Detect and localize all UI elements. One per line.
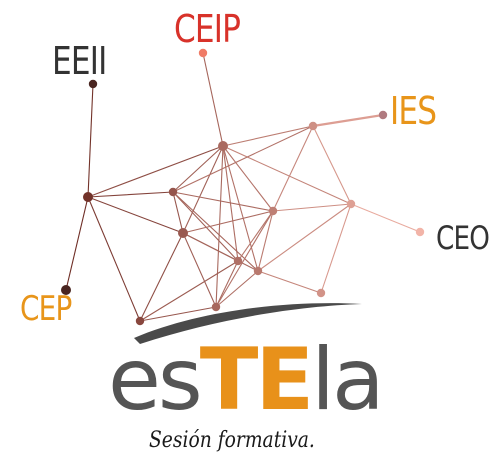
node-label-ies: IES: [390, 89, 437, 133]
network-node: [178, 228, 188, 238]
network-edge: [311, 113, 385, 128]
network-edge: [257, 270, 322, 294]
estela-logo-wordmark: esTEla: [108, 334, 385, 426]
network-node: [88, 79, 98, 89]
network-edge: [257, 210, 274, 272]
logo-part-te: TE: [199, 330, 314, 430]
node-label-ceo: CEO: [436, 219, 490, 257]
network-nodes: [61, 48, 425, 326]
network-node: [268, 206, 278, 216]
network-edge: [139, 306, 217, 322]
network-edge: [202, 52, 224, 147]
network-edge: [182, 210, 274, 234]
node-label-cep: CEP: [20, 289, 72, 329]
network-edge: [182, 232, 239, 262]
logo-part-la: la: [311, 330, 385, 430]
network-edge: [65, 196, 89, 291]
network-edges: [65, 52, 421, 322]
network-edge: [87, 191, 174, 198]
network-edge: [182, 145, 224, 234]
network-node: [253, 266, 263, 276]
network-edge: [222, 145, 274, 212]
network-edge: [222, 125, 314, 147]
network-edge: [222, 145, 239, 262]
network-edge: [350, 203, 421, 233]
network-edge: [312, 125, 352, 205]
network-edge: [139, 260, 239, 322]
logo-swoosh: [134, 303, 362, 344]
network-edge: [237, 210, 274, 262]
network-node: [211, 302, 221, 312]
network-edge: [172, 191, 184, 234]
network-node: [61, 285, 71, 295]
network-edge: [257, 203, 352, 272]
network-edge: [215, 260, 239, 308]
node-label-ceip: CEIP: [174, 7, 241, 51]
network-edge: [215, 145, 224, 308]
network-edge: [215, 210, 274, 308]
network-edge: [87, 83, 94, 198]
network-edge: [222, 145, 352, 205]
network-node: [233, 256, 243, 266]
network-node: [168, 187, 178, 197]
network-node: [415, 227, 425, 237]
network-edge: [172, 191, 239, 262]
network-edge: [215, 270, 259, 308]
network-edge: [87, 145, 224, 198]
network-node: [346, 199, 356, 209]
network-edge: [172, 191, 259, 272]
tagline: Sesión formativa.: [149, 428, 315, 453]
network-edge: [272, 125, 314, 212]
network-node: [316, 288, 326, 298]
network-edge: [272, 203, 352, 212]
network-node: [308, 121, 318, 131]
network-edge: [172, 191, 274, 212]
network-node: [218, 141, 228, 151]
network-edge: [139, 232, 184, 322]
network-node: [135, 316, 145, 326]
network-edge: [182, 232, 217, 308]
network-edge: [222, 145, 259, 272]
network-node: [198, 48, 208, 58]
network-edge: [87, 196, 141, 322]
network-edge: [320, 203, 352, 294]
network-node: [83, 192, 93, 202]
logo-part-es: es: [108, 330, 203, 430]
network-edge: [172, 145, 224, 193]
network-edge: [172, 125, 314, 193]
network-node: [378, 110, 388, 120]
network-edge: [87, 196, 184, 234]
node-label-eeii: EEII: [52, 39, 107, 83]
